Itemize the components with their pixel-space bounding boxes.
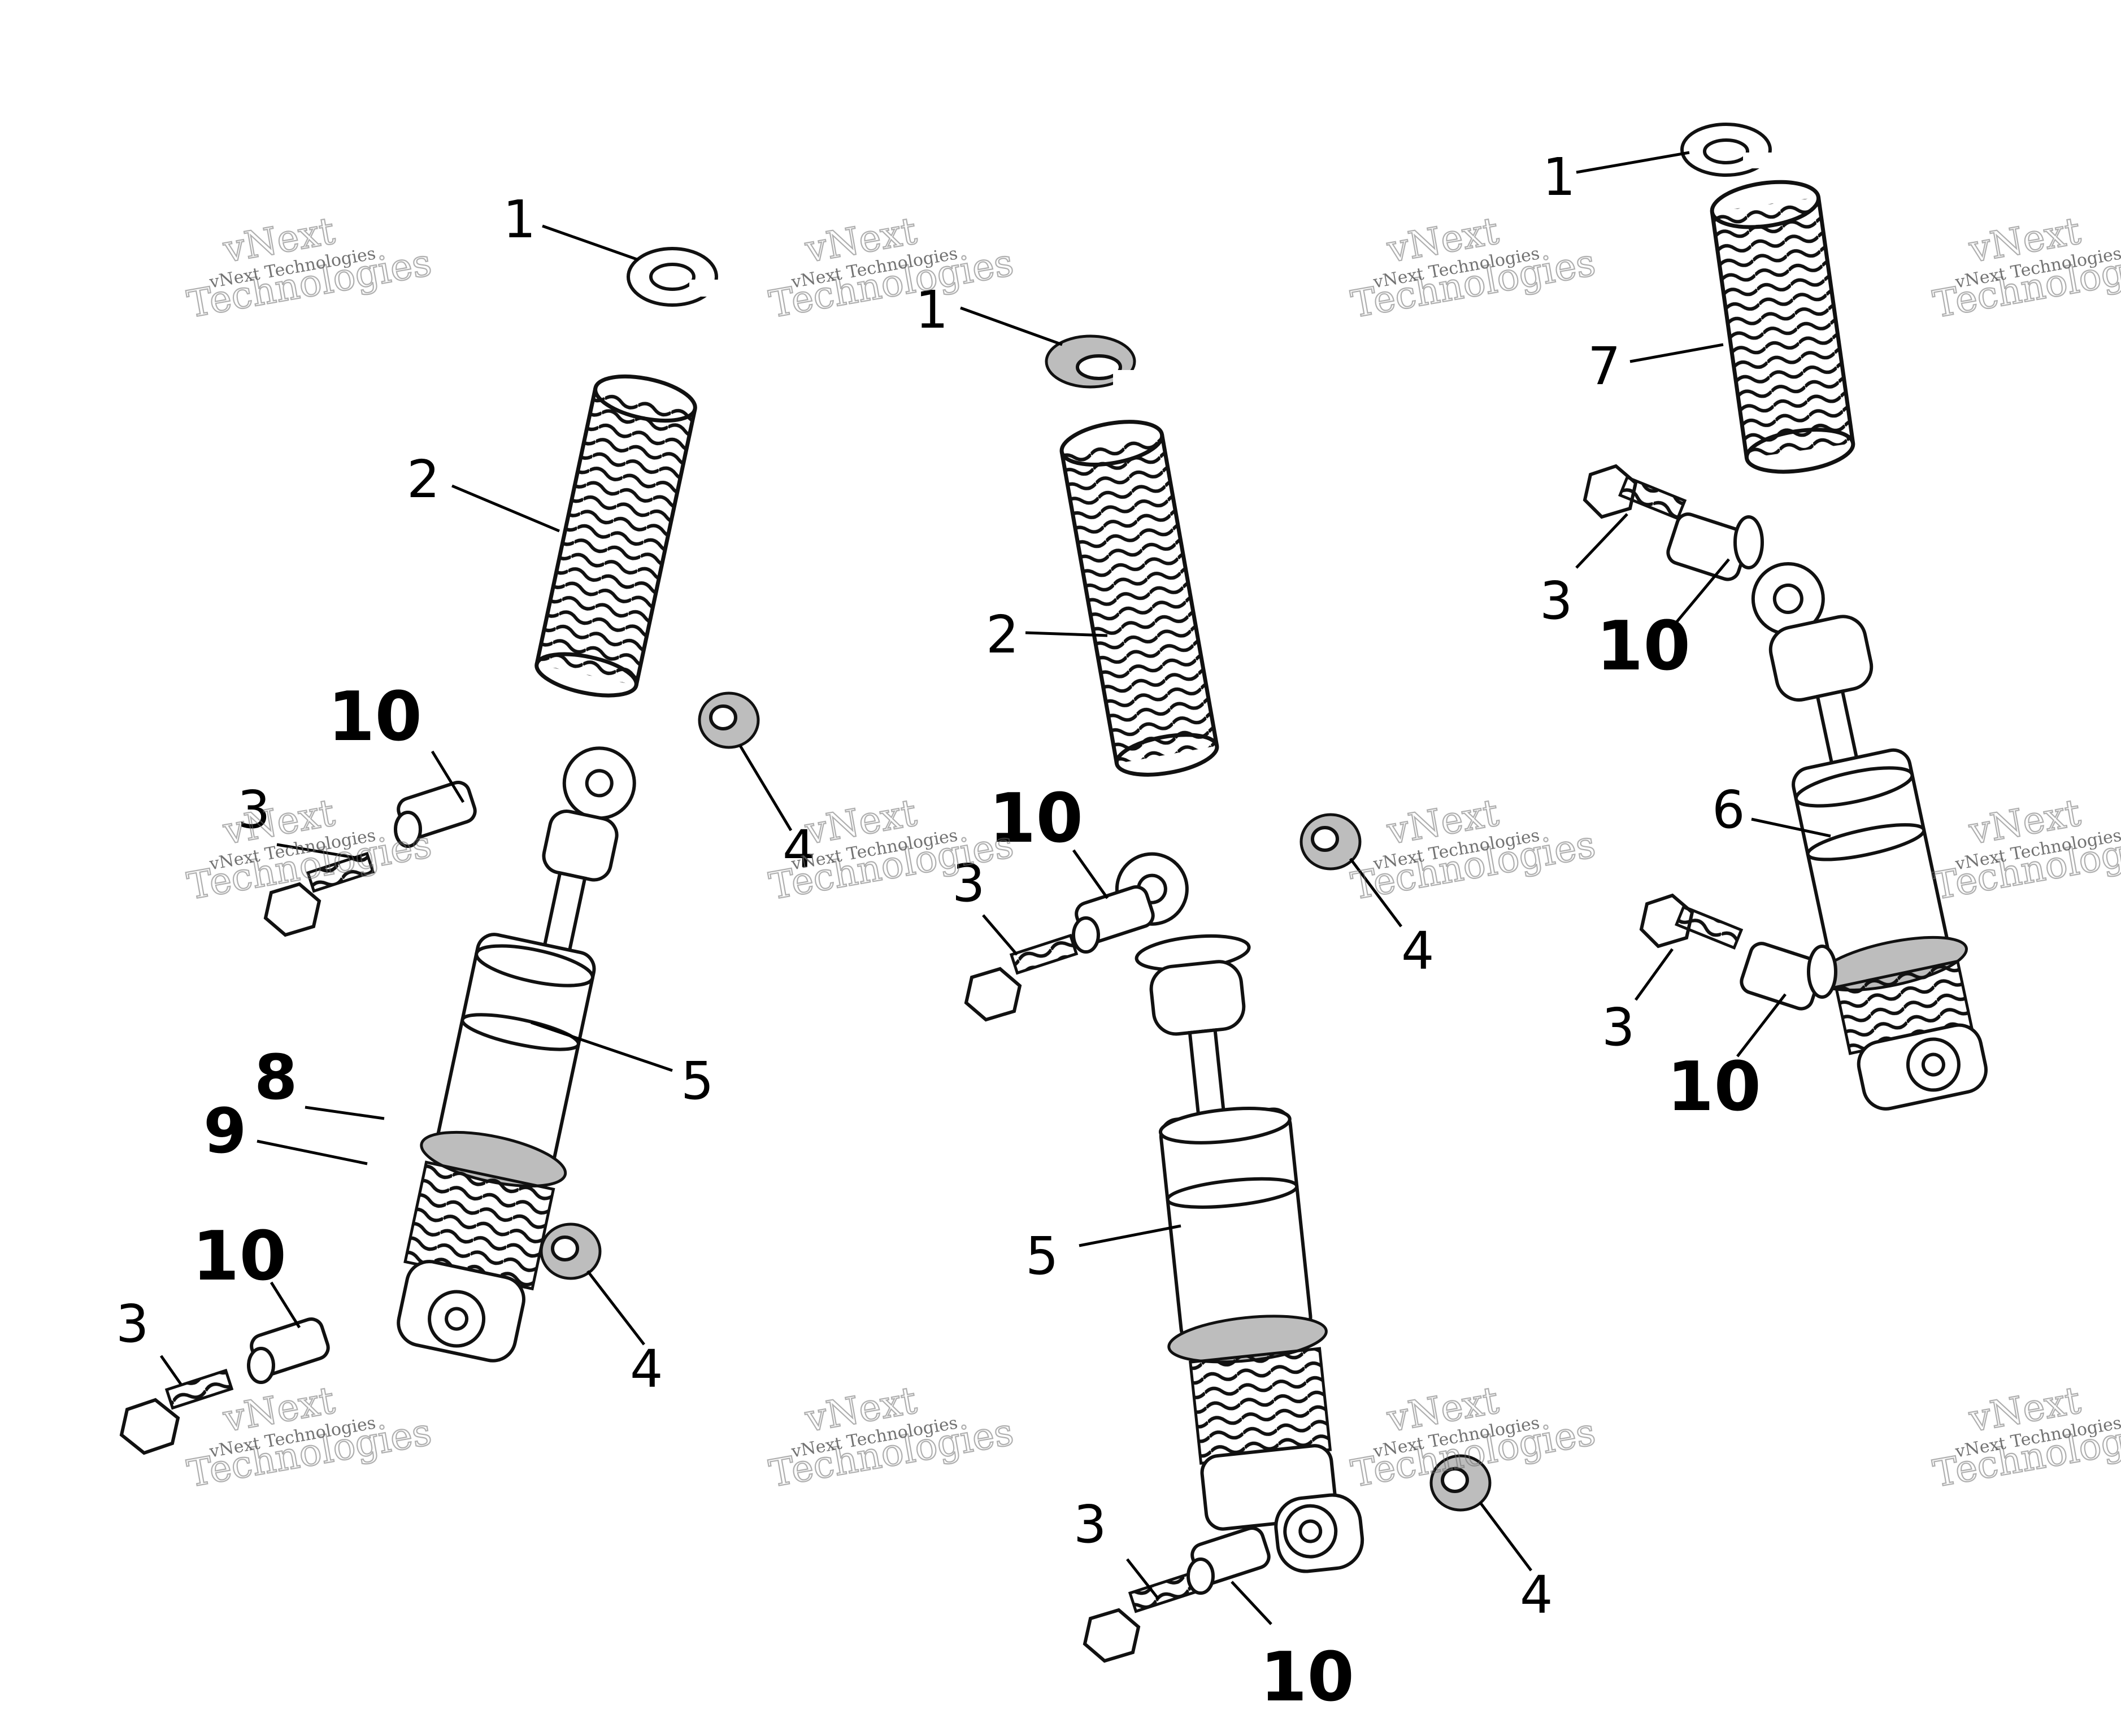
bolt-part-3-lower [119,1368,234,1455]
watermark: vNext Technologies vNext Technologies [184,208,436,327]
bolt-part-3-upper [263,851,375,937]
watermark: vNext Technologies vNext Technologies [766,208,1018,327]
bolt-part-3-upper [1583,464,1687,520]
label-10-right-lower: 10 [1667,1048,1761,1126]
label-3-right-lower: 3 [1602,997,1635,1058]
label-6: 6 [1712,780,1745,840]
bushing-part-10-lower [1186,1526,1271,1595]
label-3-right-upper: 3 [1540,571,1573,631]
right-assembly [1575,123,1988,1111]
watermark: vNext Technologies vNext Technologies [1929,1378,2121,1496]
label-4-left-lower: 4 [630,1339,663,1399]
bushing-part-10-lower [247,1317,330,1384]
bushing-part-10-lower [1740,942,1837,1011]
circlip-part-1 [627,247,720,307]
label-3-left-upper: 3 [237,780,271,840]
label-1-middle: 1 [915,280,949,340]
bushing-part-10-upper [1072,885,1155,954]
spring-part-2 [534,374,697,698]
label-10-left-lower: 10 [192,1217,286,1296]
label-3-left-lower: 3 [116,1294,149,1354]
label-10-middle-upper: 10 [989,780,1083,858]
bushing-part-10-upper [1666,512,1764,581]
label-5-middle: 5 [1025,1226,1059,1286]
watermark: vNext Technologies vNext Technologies [766,1378,1018,1496]
bolt-part-3-lower [1083,1572,1197,1663]
label-10-right-upper: 10 [1596,607,1690,686]
bolt-part-3-upper [964,933,1079,1022]
shock-absorber-part-5 [397,746,636,1363]
label-1-right: 1 [1542,147,1576,207]
watermark: vNext Technologies vNext Technologies [1348,208,1600,327]
label-3-middle-upper: 3 [952,853,985,913]
shock-absorber-part-6 [1751,562,1988,1111]
washer-part-4-b [540,1222,602,1280]
label-4-middle-lower: 4 [1520,1565,1553,1625]
spring-part-7 [1710,180,1855,474]
watermark: vNext Technologies vNext Technologies [1929,790,2121,909]
label-4-middle-upper: 4 [1401,921,1435,981]
bolt-part-3-lower [1639,893,1744,950]
label-1-left: 1 [503,189,536,250]
shock-absorber-part-5 [1115,852,1364,1573]
left-assembly [119,224,793,1455]
middle-assembly [960,306,1532,1663]
label-3-middle-lower: 3 [1073,1494,1107,1555]
label-2-left: 2 [407,449,440,510]
label-9: 9 [203,1095,247,1167]
watermark: vNext Technologies vNext Technologies [1929,208,2121,327]
bushing-part-10-upper [394,781,477,848]
circlip-part-1 [1680,123,1774,177]
label-7: 7 [1588,336,1621,397]
label-2-middle: 2 [986,604,1019,665]
label-5-left: 5 [681,1051,714,1111]
part-labels: 1 1 1 2 2 3 3 3 3 3 3 4 4 4 4 5 5 6 7 8 … [116,147,1761,1717]
watermark: vNext Technologies vNext Technologies [1348,790,1600,909]
spring-part-2 [1059,420,1219,777]
washer-part-4-b [1429,1454,1492,1512]
label-10-left-upper: 10 [328,678,422,756]
label-4-left-upper: 4 [783,819,816,880]
washer-part-4-a [1299,813,1362,871]
label-8: 8 [254,1041,298,1113]
watermark: vNext Technologies vNext Technologies [1348,1378,1600,1496]
label-10-middle-lower: 10 [1260,1638,1354,1717]
washer-part-4-a [698,691,760,749]
circlip-part-1 [1045,334,1144,389]
